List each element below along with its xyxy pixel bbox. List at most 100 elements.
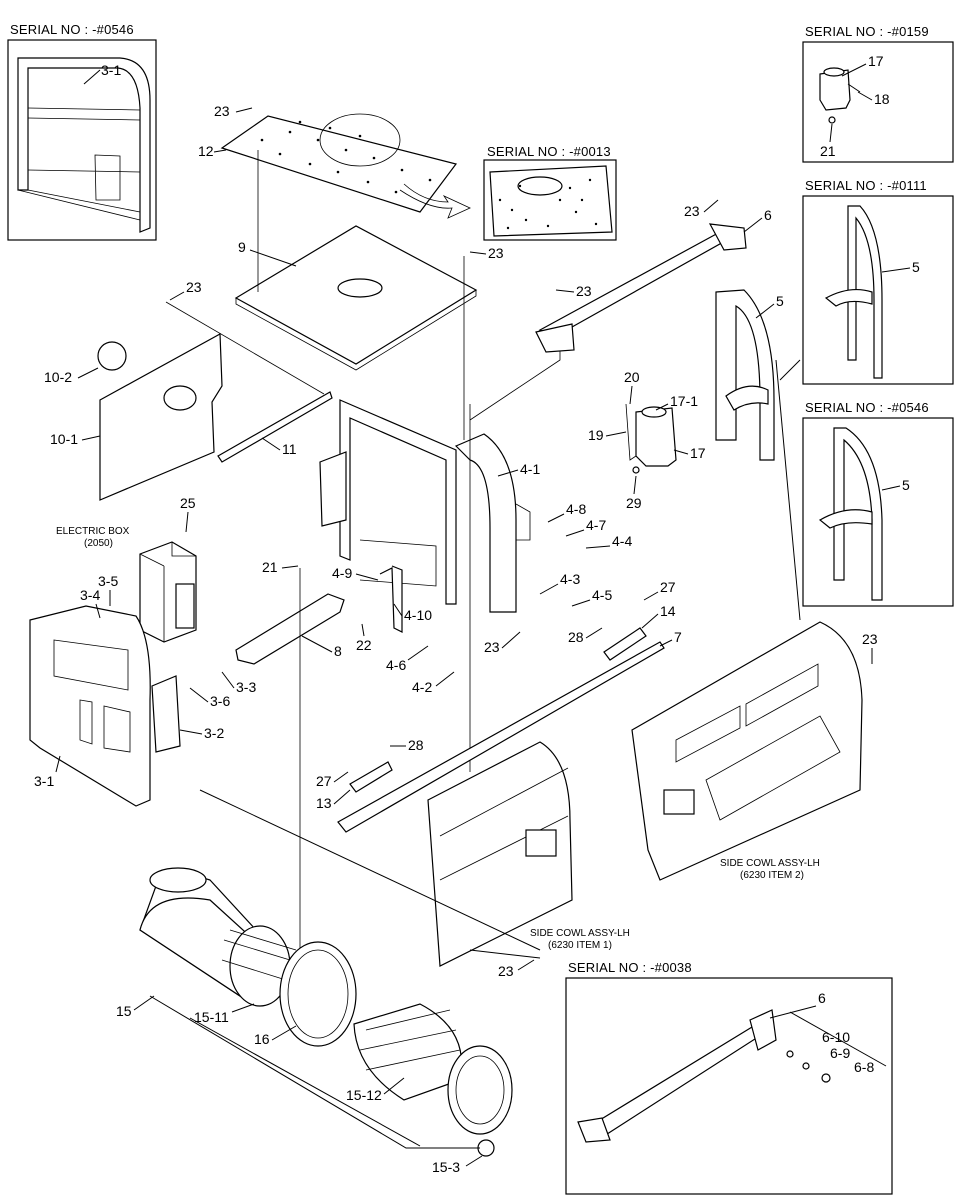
inset-right-mid-2-title: SERIAL NO : -#0546 bbox=[805, 400, 929, 415]
label-6: 6 bbox=[764, 207, 772, 223]
label-17-1: 17-1 bbox=[670, 393, 698, 409]
inset-floor-plate: SERIAL NO : -#0013 bbox=[483, 144, 617, 241]
label-6-9: 6-9 bbox=[830, 1045, 850, 1061]
label-18-top: 18 bbox=[874, 91, 890, 107]
label-27-a: 27 bbox=[660, 579, 676, 595]
crossbar-6 bbox=[535, 223, 747, 353]
inset-bottom-right-title: SERIAL NO : -#0038 bbox=[568, 960, 692, 975]
label-23-f: 23 bbox=[484, 639, 500, 655]
inset-right-mid-1: SERIAL NO : -#0111 5 bbox=[802, 178, 954, 385]
tray-8 bbox=[235, 593, 345, 665]
inset-floor-plate-title: SERIAL NO : -#0013 bbox=[487, 144, 611, 159]
label-23-d: 23 bbox=[186, 279, 202, 295]
inset-top-left-title: SERIAL NO : -#0546 bbox=[10, 22, 134, 37]
part-labels: 23 12 23 6 9 23 23 23 5 10-2 10-1 11 20 … bbox=[34, 103, 878, 1175]
label-15: 15 bbox=[116, 1003, 132, 1019]
bar-11 bbox=[217, 391, 333, 463]
label-13: 13 bbox=[316, 795, 332, 811]
side-plate-10-1 bbox=[97, 333, 223, 501]
side-cowl-lh-2 bbox=[631, 621, 863, 881]
note-cowl-lh-1: SIDE COWL ASSY-LH bbox=[530, 928, 630, 939]
label-3-5: 3-5 bbox=[98, 573, 118, 589]
label-17-top: 17 bbox=[868, 53, 884, 69]
label-28-a: 28 bbox=[568, 629, 584, 645]
label-20: 20 bbox=[624, 369, 640, 385]
label-29: 29 bbox=[626, 495, 642, 511]
bracket-14 bbox=[603, 627, 647, 661]
label-14: 14 bbox=[660, 603, 676, 619]
note-electric-box: ELECTRIC BOX bbox=[56, 526, 130, 537]
label-23-a: 23 bbox=[214, 103, 230, 119]
label-5-b: 5 bbox=[902, 477, 910, 493]
label-4-2: 4-2 bbox=[412, 679, 432, 695]
inset-top-right: SERIAL NO : -#0159 17 18 21 bbox=[802, 24, 954, 163]
side-cowl-lh-1 bbox=[427, 741, 573, 967]
label-6-8: 6-8 bbox=[854, 1059, 874, 1075]
label-3-3: 3-3 bbox=[236, 679, 256, 695]
inset-top-left: SERIAL NO : -#0546 3-1 bbox=[7, 22, 157, 241]
label-8: 8 bbox=[334, 643, 342, 659]
inset-bottom-right: SERIAL NO : -#0038 6 6-10 6-9 6-8 bbox=[565, 960, 893, 1195]
note-cowl-lh-1-ref: (6230 ITEM 1) bbox=[548, 940, 612, 951]
label-9: 9 bbox=[238, 239, 246, 255]
label-28-b: 28 bbox=[408, 737, 424, 753]
label-5-main: 5 bbox=[776, 293, 784, 309]
inset-top-right-title: SERIAL NO : -#0159 bbox=[805, 24, 929, 39]
label-15-12: 15-12 bbox=[346, 1087, 382, 1103]
label-6-b: 6 bbox=[818, 990, 826, 1006]
label-22: 22 bbox=[356, 637, 372, 653]
label-23-e: 23 bbox=[576, 283, 592, 299]
inset-right-mid-1-title: SERIAL NO : -#0111 bbox=[805, 178, 927, 193]
label-17: 17 bbox=[690, 445, 706, 461]
label-25: 25 bbox=[180, 495, 196, 511]
label-15-11: 15-11 bbox=[194, 1009, 229, 1025]
u-bolt-4-10 bbox=[379, 565, 403, 633]
label-5-a: 5 bbox=[912, 259, 920, 275]
label-21: 21 bbox=[262, 559, 278, 575]
label-23-g: 23 bbox=[862, 631, 878, 647]
label-15-3: 15-3 bbox=[432, 1159, 460, 1175]
label-3-1: 3-1 bbox=[34, 773, 54, 789]
label-23-b: 23 bbox=[684, 203, 700, 219]
pillar-5 bbox=[715, 289, 775, 461]
label-10-2: 10-2 bbox=[44, 369, 72, 385]
label-4-9: 4-9 bbox=[332, 565, 352, 581]
floor-frame-9 bbox=[234, 150, 478, 440]
label-11: 11 bbox=[282, 441, 297, 457]
label-10-1: 10-1 bbox=[50, 431, 78, 447]
inset-right-mid-2: SERIAL NO : -#0546 5 bbox=[802, 400, 954, 607]
label-4-1: 4-1 bbox=[520, 461, 540, 477]
label-4-3: 4-3 bbox=[560, 571, 580, 587]
note-cowl-lh-2: SIDE COWL ASSY-LH bbox=[720, 858, 820, 869]
label-4-7: 4-7 bbox=[586, 517, 606, 533]
label-12: 12 bbox=[198, 143, 214, 159]
note-electric-box-ref: (2050) bbox=[84, 538, 113, 549]
note-cowl-lh-2-ref: (6230 ITEM 2) bbox=[740, 870, 804, 881]
bar-7 bbox=[337, 641, 665, 833]
label-21-top: 21 bbox=[820, 143, 836, 159]
bracket-13 bbox=[349, 761, 393, 793]
label-4-10: 4-10 bbox=[404, 607, 432, 623]
label-3-4: 3-4 bbox=[80, 587, 100, 603]
label-4-6: 4-6 bbox=[386, 657, 406, 673]
label-16: 16 bbox=[254, 1031, 270, 1047]
label-4-8: 4-8 bbox=[566, 501, 586, 517]
label-19: 19 bbox=[588, 427, 604, 443]
label-3-1-top: 3-1 bbox=[101, 62, 121, 78]
label-3-2: 3-2 bbox=[204, 725, 224, 741]
label-3-6: 3-6 bbox=[210, 693, 230, 709]
cowl-panel-3-1 bbox=[29, 605, 181, 807]
floor-plate-12 bbox=[220, 113, 471, 219]
label-7: 7 bbox=[674, 629, 682, 645]
tank-17 bbox=[625, 403, 677, 474]
electric-box bbox=[139, 541, 197, 643]
air-cleaner-15 bbox=[139, 867, 513, 1157]
label-4-5: 4-5 bbox=[592, 587, 612, 603]
label-4-4: 4-4 bbox=[612, 533, 632, 549]
main-frame-4-1 bbox=[319, 330, 561, 772]
label-23-c: 23 bbox=[488, 245, 504, 261]
label-27-b: 27 bbox=[316, 773, 332, 789]
label-6-10: 6-10 bbox=[822, 1029, 850, 1045]
label-23-h: 23 bbox=[498, 963, 514, 979]
